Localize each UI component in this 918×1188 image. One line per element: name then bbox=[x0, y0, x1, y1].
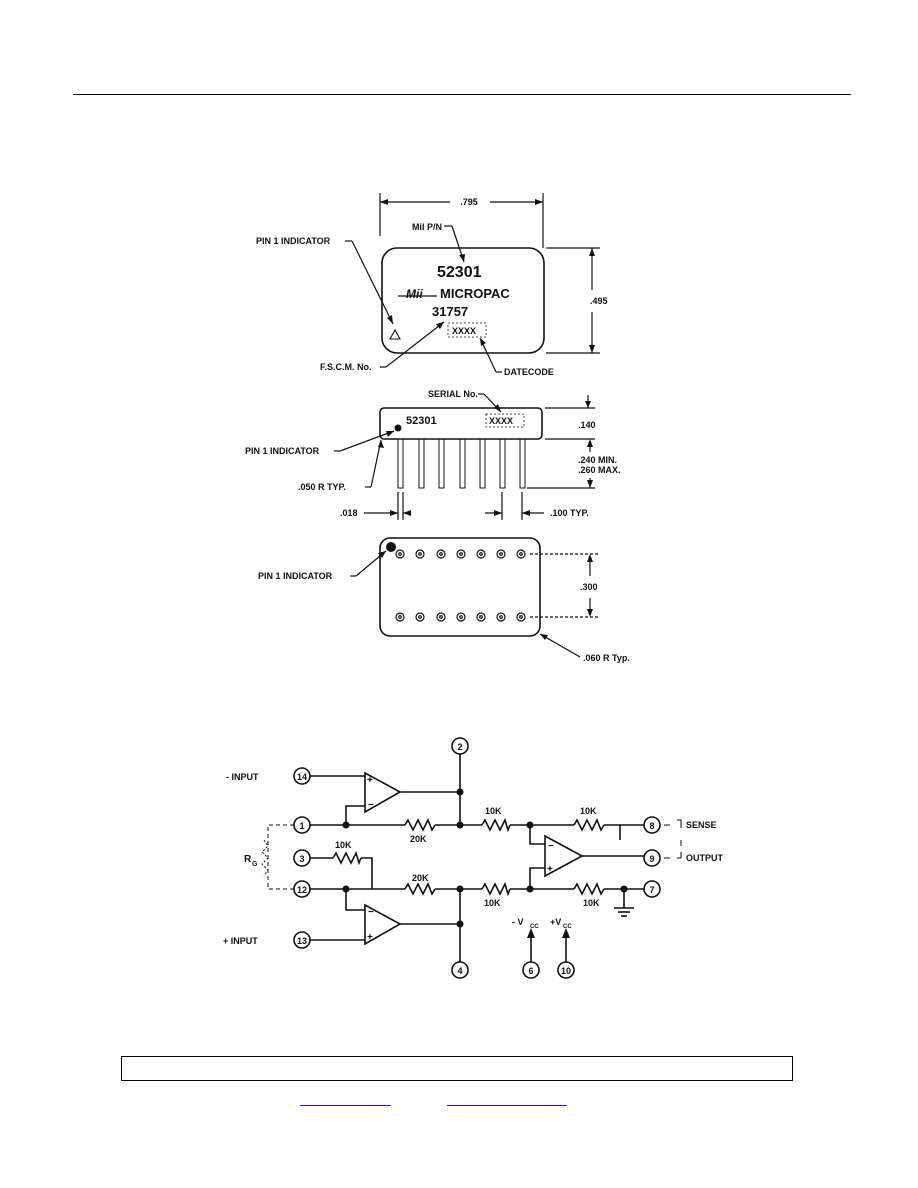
resistor-20k-bottom bbox=[404, 882, 436, 896]
pin1-dot-icon bbox=[394, 424, 402, 432]
pin1-callout-side: PIN 1 INDICATOR bbox=[245, 446, 320, 456]
lead-width-callout: .018 bbox=[340, 508, 358, 518]
bottom-pins-top-row bbox=[395, 549, 526, 559]
pin1-triangle-icon bbox=[389, 328, 401, 340]
minus-input-label: - INPUT bbox=[226, 772, 259, 782]
pitch-callout: .100 TYP. bbox=[550, 508, 589, 518]
side-body-dimension: .140 bbox=[578, 420, 596, 430]
top-height-dimension: .495 bbox=[590, 296, 608, 306]
pin1-callout-bottom: PIN 1 INDICATOR bbox=[258, 571, 333, 581]
footer-link-1[interactable] bbox=[300, 1105, 391, 1106]
svg-text:−: − bbox=[548, 841, 554, 852]
pin1-dot-bottom-icon bbox=[386, 542, 396, 552]
resistor-10k-bottom-right bbox=[573, 882, 605, 896]
side-part-number: 52301 bbox=[406, 415, 437, 427]
bottom-pins-bottom-row bbox=[395, 612, 526, 622]
svg-text:9: 9 bbox=[649, 854, 654, 864]
sense-label: SENSE bbox=[686, 820, 717, 830]
datecode-callout: DATECODE bbox=[504, 367, 554, 377]
svg-text:8: 8 bbox=[649, 821, 654, 831]
svg-text:CC: CC bbox=[563, 924, 572, 930]
svg-text:14: 14 bbox=[297, 772, 307, 782]
svg-text:13: 13 bbox=[297, 936, 307, 946]
fscm-callout: F.S.C.M. No. bbox=[320, 362, 372, 372]
label-r-top-mid: 10K bbox=[485, 806, 502, 816]
top-fscm: 31757 bbox=[432, 304, 468, 319]
svg-text:6: 6 bbox=[528, 966, 533, 976]
row-spacing-dimension: .300 bbox=[580, 582, 598, 592]
svg-text:−: − bbox=[368, 907, 374, 918]
opamp-a2 bbox=[364, 903, 402, 946]
label-r-top-right: 10K bbox=[580, 806, 597, 816]
plus-input-label: + INPUT bbox=[223, 936, 258, 946]
svg-text:+: + bbox=[547, 864, 553, 875]
vcc-plus-label: +V bbox=[550, 917, 561, 927]
top-width-dimension: .795 bbox=[460, 197, 478, 207]
rg-label: R bbox=[244, 854, 252, 865]
radius-callout-bottom: .060 R Typ. bbox=[583, 653, 630, 663]
label-r-gain: 10K bbox=[335, 840, 352, 850]
pin1-callout-top: PIN 1 INDICATOR bbox=[256, 236, 331, 246]
mil-pn-callout: Mil P/N bbox=[412, 222, 442, 232]
label-r-bot-left: 20K bbox=[412, 873, 429, 883]
opamp-a3 bbox=[544, 834, 584, 878]
header-rule bbox=[73, 94, 851, 95]
svg-text:4: 4 bbox=[457, 966, 462, 976]
svg-text:2: 2 bbox=[457, 742, 462, 752]
side-leads bbox=[397, 438, 526, 489]
bottom-view-body bbox=[379, 537, 541, 637]
resistor-10k-top-mid bbox=[481, 817, 511, 833]
resistor-10k-gain bbox=[332, 850, 362, 866]
svg-text:+: + bbox=[367, 932, 373, 943]
svg-text:+: + bbox=[367, 775, 373, 786]
resistor-10k-bottom-mid bbox=[481, 881, 511, 897]
resistor-20k-top bbox=[404, 818, 436, 832]
label-r-bot-right: 10K bbox=[583, 898, 600, 908]
side-view-body bbox=[379, 407, 543, 440]
footer-link-2[interactable] bbox=[447, 1105, 567, 1106]
opamp-a1 bbox=[364, 771, 402, 814]
side-view: 52301 XXXX .140 .240 MIN. .260 MAX. SERI… bbox=[245, 389, 621, 520]
svg-text:1: 1 bbox=[299, 821, 304, 831]
label-r-top-left: 20K bbox=[410, 834, 427, 844]
bottom-view: .300 PIN 1 INDICATOR .060 R Typ. bbox=[258, 537, 630, 663]
rg-subscript: G bbox=[252, 861, 258, 868]
side-serial-box: XXXX bbox=[489, 416, 513, 426]
top-view: .795 .495 52301 Mii MICROPAC 31757 XXXX … bbox=[256, 193, 608, 377]
vcc-minus-label: - V bbox=[512, 917, 524, 927]
top-datecode-box: XXXX bbox=[452, 326, 476, 336]
schematic: + − − + − + 14 1 3 12 13 2 4 6 10 8 9 bbox=[223, 737, 724, 979]
svg-text:7: 7 bbox=[649, 885, 654, 895]
svg-text:−: − bbox=[368, 800, 374, 811]
pin-9 bbox=[643, 849, 661, 867]
top-part-number: 52301 bbox=[437, 264, 482, 281]
top-brand: MICROPAC bbox=[440, 286, 510, 301]
svg-text:CC: CC bbox=[530, 924, 539, 930]
mii-logo: Mii bbox=[406, 287, 423, 301]
footer-note-box bbox=[121, 1056, 793, 1081]
svg-text:10: 10 bbox=[561, 966, 571, 976]
serial-callout: SERIAL No. bbox=[428, 389, 478, 399]
output-label: OUTPUT bbox=[686, 853, 724, 863]
radius-callout-side: .050 R TYP. bbox=[298, 482, 346, 492]
lead-min-dimension: .240 MIN. bbox=[578, 455, 617, 465]
lead-max-dimension: .260 MAX. bbox=[578, 465, 621, 475]
resistor-10k-top-right bbox=[573, 818, 605, 832]
svg-text:12: 12 bbox=[297, 885, 307, 895]
label-r-bot-mid: 10K bbox=[484, 898, 501, 908]
svg-text:3: 3 bbox=[299, 854, 304, 864]
